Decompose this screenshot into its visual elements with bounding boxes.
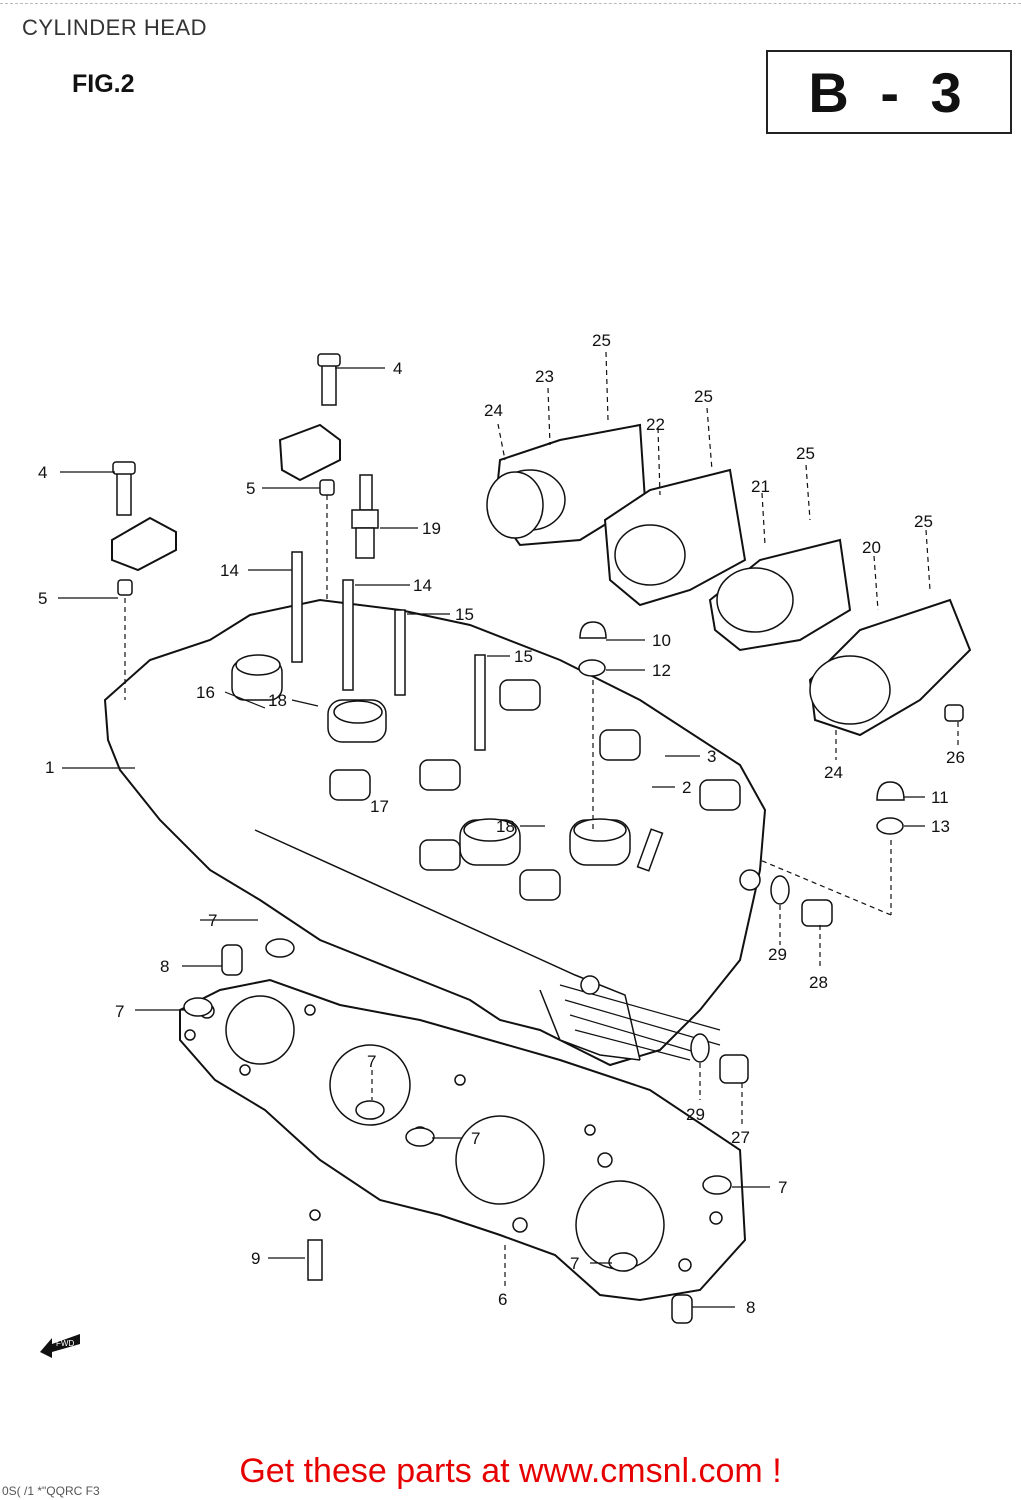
callout-25a: 25 <box>592 331 611 350</box>
callout-labels: 1 2 3 4 4 5 5 6 7 7 7 7 7 7 8 8 9 10 11 … <box>38 331 965 1317</box>
callout-8b: 8 <box>746 1298 755 1317</box>
callout-4b: 4 <box>38 463 47 482</box>
callout-29a: 29 <box>768 945 787 964</box>
page-title: CYLINDER HEAD <box>22 15 207 40</box>
callout-15b: 15 <box>514 647 533 666</box>
callout-21: 21 <box>751 477 770 496</box>
callout-27: 27 <box>731 1128 750 1147</box>
callout-14a: 14 <box>220 561 239 580</box>
callout-22: 22 <box>646 415 665 434</box>
callout-4a: 4 <box>393 359 402 378</box>
callout-3: 3 <box>707 747 716 766</box>
callout-16: 16 <box>196 683 215 702</box>
intake-pipe-23 <box>486 423 647 547</box>
callout-28: 28 <box>809 973 828 992</box>
callout-25d: 25 <box>914 512 933 531</box>
callout-5b: 5 <box>38 589 47 608</box>
studs <box>291 551 486 751</box>
callout-11: 11 <box>931 788 949 807</box>
cam-cap-upper <box>278 353 341 496</box>
intake-pipe-20 <box>808 598 972 737</box>
section-code: B - 3 <box>808 60 970 124</box>
callout-29b: 29 <box>686 1105 705 1124</box>
section-code-box: B - 3 <box>766 50 1012 134</box>
callout-13: 13 <box>931 817 950 836</box>
callout-7a: 7 <box>208 911 217 930</box>
spark-plug <box>351 474 379 559</box>
callout-24a: 24 <box>484 401 503 420</box>
callout-9: 9 <box>251 1249 260 1268</box>
callout-6: 6 <box>498 1290 507 1309</box>
fwd-arrow-icon: FWD <box>40 1334 80 1358</box>
callout-24b: 24 <box>824 763 843 782</box>
callout-18a: 18 <box>268 691 287 710</box>
intake-pipe-21 <box>708 538 852 652</box>
callout-14b: 14 <box>413 576 432 595</box>
callout-25b: 25 <box>694 387 713 406</box>
callout-7c: 7 <box>367 1052 376 1071</box>
callout-12: 12 <box>652 661 671 680</box>
callout-7e: 7 <box>778 1178 787 1197</box>
cylinder-head-body <box>103 598 767 1067</box>
callout-7d: 7 <box>471 1129 480 1148</box>
callout-17: 17 <box>370 797 389 816</box>
svg-text:FWD: FWD <box>56 1339 74 1348</box>
callout-2: 2 <box>682 778 691 797</box>
parts-link-banner[interactable]: Get these parts at www.cmsnl.com ! <box>239 1452 782 1490</box>
head-gasket <box>179 978 747 1302</box>
top-border <box>0 3 1021 4</box>
leader-lines <box>58 351 959 1308</box>
callout-20: 20 <box>862 538 881 557</box>
callout-15a: 15 <box>455 605 474 624</box>
diagram-code: 0S( /1 *"QQRC F3 <box>2 1484 100 1498</box>
callout-7b: 7 <box>115 1002 124 1021</box>
callout-10: 10 <box>652 631 671 650</box>
intake-pipe-22 <box>603 468 747 607</box>
callout-5a: 5 <box>246 479 255 498</box>
callout-8a: 8 <box>160 957 169 976</box>
cam-cap-lower <box>111 461 177 596</box>
callout-18b: 18 <box>496 817 515 836</box>
exploded-parts-diagram: 1 2 3 4 4 5 5 6 7 7 7 7 7 7 8 8 9 10 11 … <box>38 331 972 1324</box>
callout-7f: 7 <box>570 1254 579 1273</box>
callout-25c: 25 <box>796 444 815 463</box>
figure-label: FIG.2 <box>72 70 135 98</box>
small-parts <box>183 621 964 1324</box>
callout-19: 19 <box>422 519 441 538</box>
callout-26: 26 <box>946 748 965 767</box>
callout-1: 1 <box>45 758 54 777</box>
callout-23: 23 <box>535 367 554 386</box>
